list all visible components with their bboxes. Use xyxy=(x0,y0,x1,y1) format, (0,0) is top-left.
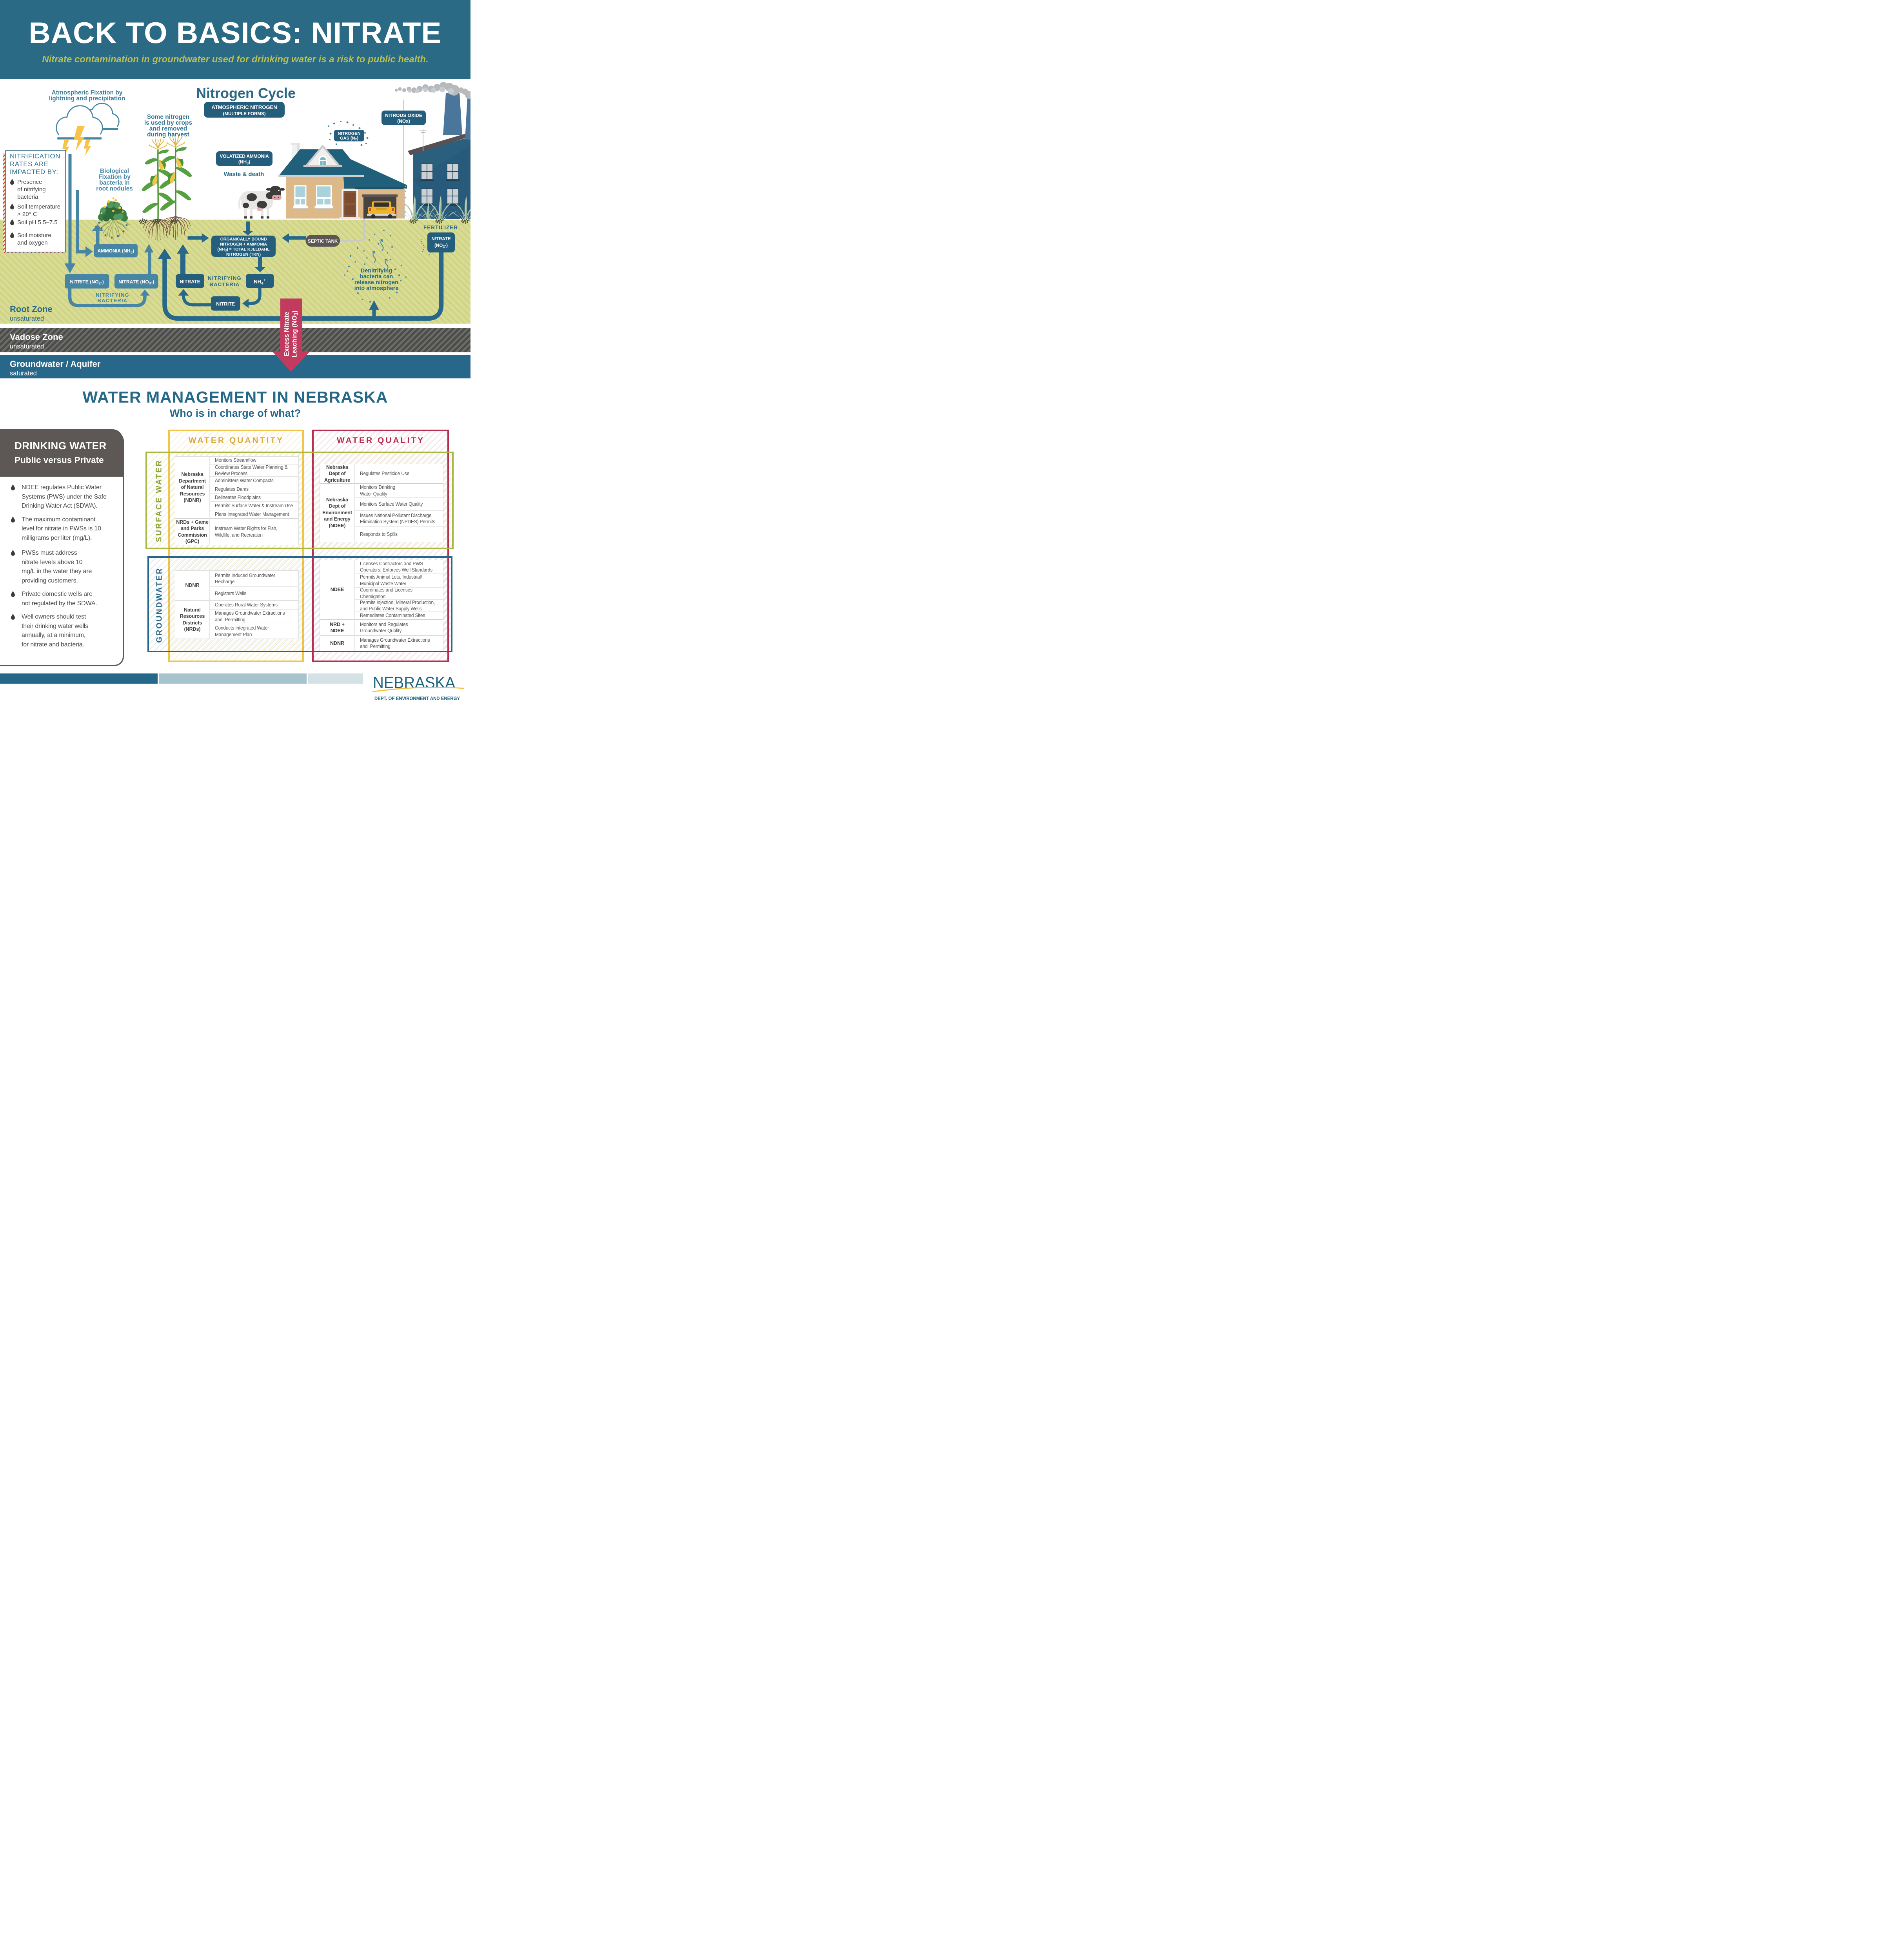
svg-text:Root Zone: Root Zone xyxy=(10,304,53,314)
svg-text:DEPT. OF ENVIRONMENT AND ENERG: DEPT. OF ENVIRONMENT AND ENERGY xyxy=(374,696,460,701)
svg-text:and oxygen: and oxygen xyxy=(17,240,48,246)
svg-text:(MULTIPLE FORMS): (MULTIPLE FORMS) xyxy=(223,111,266,116)
svg-text:unsaturated: unsaturated xyxy=(10,343,44,350)
svg-text:NITRITE: NITRITE xyxy=(216,301,235,307)
svg-text:into atmosphere: into atmosphere xyxy=(354,285,399,292)
svg-text:Soil temperature: Soil temperature xyxy=(17,203,60,210)
svg-text:NITRATE: NITRATE xyxy=(431,236,451,241)
svg-text:NITRATE (NO3-): NITRATE (NO3-) xyxy=(118,279,154,285)
svg-text:VOLATIZED AMMONIA: VOLATIZED AMMONIA xyxy=(220,154,269,159)
svg-text:bacteria: bacteria xyxy=(17,194,38,200)
svg-text:release nitrogen: release nitrogen xyxy=(354,279,398,286)
svg-text:GAS (N2): GAS (N2) xyxy=(340,136,358,141)
svg-text:lightning and precipitation: lightning and precipitation xyxy=(49,95,125,102)
svg-text:NITRIFYING: NITRIFYING xyxy=(208,275,242,281)
svg-text:IMPACTED BY:: IMPACTED BY: xyxy=(10,168,58,176)
svg-text:NITRIFICATION: NITRIFICATION xyxy=(10,152,60,160)
svg-text:Fixation by: Fixation by xyxy=(98,174,131,180)
svg-text:Leaching (NO3): Leaching (NO3) xyxy=(291,310,299,358)
svg-text:Atmospheric Fixation by: Atmospheric Fixation by xyxy=(52,89,123,96)
svg-text:NITROGEN (TKN): NITROGEN (TKN) xyxy=(226,252,261,257)
svg-text:Presence: Presence xyxy=(17,179,42,185)
svg-text:Vadose Zone: Vadose Zone xyxy=(10,332,63,342)
svg-text:ORGANICALLY BOUND: ORGANICALLY BOUND xyxy=(220,237,267,242)
svg-text:Some nitrogen: Some nitrogen xyxy=(147,114,190,120)
svg-text:NITROGEN: NITROGEN xyxy=(338,131,360,136)
svg-text:root nodules: root nodules xyxy=(96,185,133,192)
svg-text:ATMOSPHERIC NITROGEN: ATMOSPHERIC NITROGEN xyxy=(211,104,277,110)
svg-text:NITRITE (NO2-): NITRITE (NO2-) xyxy=(70,279,104,285)
svg-text:Excess Nitrate: Excess Nitrate xyxy=(283,312,291,356)
svg-text:BACTERIA: BACTERIA xyxy=(210,281,240,287)
svg-text:NITRATE: NITRATE xyxy=(180,279,200,285)
svg-text:SEPTIC TANK: SEPTIC TANK xyxy=(308,239,338,244)
svg-text:Biological: Biological xyxy=(100,168,129,174)
svg-text:> 20° C: > 20° C xyxy=(17,211,37,218)
svg-text:bacteria in: bacteria in xyxy=(99,180,130,186)
svg-text:NITROGEN + AMMONIA: NITROGEN + AMMONIA xyxy=(220,242,267,247)
svg-text:unsaturated: unsaturated xyxy=(10,315,44,322)
svg-text:during harvest: during harvest xyxy=(147,131,189,138)
svg-text:bacteria can: bacteria can xyxy=(360,274,393,280)
svg-text:NITROUS OXIDE: NITROUS OXIDE xyxy=(385,113,422,118)
svg-text:is used by crops: is used by crops xyxy=(144,120,192,126)
svg-text:Soil pH 5.5–7.5: Soil pH 5.5–7.5 xyxy=(17,219,58,226)
svg-text:AMMONIA (NH3): AMMONIA (NH3) xyxy=(98,248,134,254)
svg-text:NEBRASKA: NEBRASKA xyxy=(373,673,456,691)
svg-text:(NH3): (NH3) xyxy=(238,159,250,165)
svg-text:(NH3) = TOTAL KJELDAHL: (NH3) = TOTAL KJELDAHL xyxy=(217,247,270,252)
svg-text:Nitrogen Cycle: Nitrogen Cycle xyxy=(196,85,296,101)
svg-text:Denitrifying: Denitrifying xyxy=(361,268,392,274)
svg-text:Soil moisture: Soil moisture xyxy=(17,232,51,239)
svg-text:(NO3-): (NO3-) xyxy=(434,243,448,249)
svg-text:of nitrifying: of nitrifying xyxy=(17,186,46,193)
svg-text:Waste & death: Waste & death xyxy=(224,171,264,178)
svg-text:(NOx): (NOx) xyxy=(397,118,410,124)
svg-text:BACTERIA: BACTERIA xyxy=(98,298,128,303)
svg-text:saturated: saturated xyxy=(10,370,37,377)
svg-text:FERTILIZER: FERTILIZER xyxy=(423,225,458,230)
svg-text:NITRIFYING: NITRIFYING xyxy=(96,292,129,298)
svg-text:Groundwater / Aquifer: Groundwater / Aquifer xyxy=(10,359,101,369)
svg-text:and removed: and removed xyxy=(149,125,187,132)
svg-text:RATES ARE: RATES ARE xyxy=(10,160,49,168)
